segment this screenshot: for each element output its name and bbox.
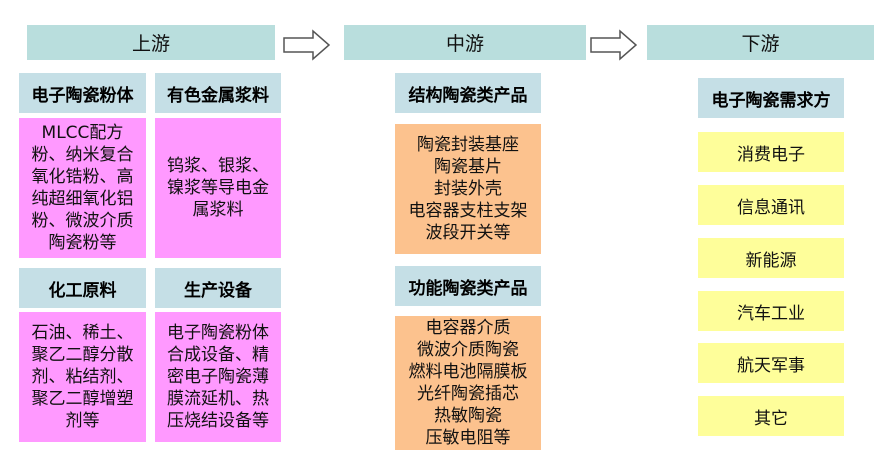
box-line: 微波介质陶瓷 — [417, 340, 519, 360]
category-ceramic-powder: 电子陶瓷粉体 — [19, 73, 146, 113]
box-line: 封装外壳 — [434, 179, 502, 199]
box-line: 纯超细氧化铝 — [31, 189, 134, 209]
upstream-chemical-box: 石油、稀土、 聚乙二醇分散 剂、粘结剂、 聚乙二醇增塑 剂等 — [19, 312, 146, 442]
box-line: 剂等 — [65, 411, 100, 431]
category-production-equipment: 生产设备 — [155, 268, 281, 308]
downstream-item: 消费电子 — [698, 132, 844, 172]
box-line: 波段开关等 — [425, 223, 511, 243]
box-line: 光纤陶瓷插芯 — [417, 384, 519, 404]
category-chemical-materials: 化工原料 — [19, 268, 146, 308]
category-demand-side: 电子陶瓷需求方 — [698, 78, 844, 118]
upstream-paste-box: 钨浆、银浆、 镍浆等导电金 属浆料 — [155, 118, 281, 258]
box-line: 陶瓷封装基座 — [417, 135, 519, 155]
box-line: 电容器支柱支架 — [408, 201, 528, 221]
box-line: 粉、微波介质 — [31, 211, 134, 231]
box-line: 粉、纳米复合 — [31, 145, 134, 165]
upstream-powder-box: MLCC配方 粉、纳米复合 氧化锆粉、高 纯超细氧化铝 粉、微波介质 陶瓷粉等 — [19, 118, 146, 258]
stage-upstream: 上游 — [27, 25, 275, 60]
box-line: 热敏陶瓷 — [434, 406, 502, 426]
downstream-item: 汽车工业 — [698, 291, 844, 331]
arrow-right-icon — [283, 29, 331, 61]
box-line: 压烧结设备等 — [167, 411, 269, 431]
category-functional-ceramics: 功能陶瓷类产品 — [395, 266, 541, 306]
box-line: 电容器介质 — [425, 318, 511, 338]
category-metal-paste: 有色金属浆料 — [155, 73, 281, 113]
category-structural-ceramics: 结构陶瓷类产品 — [395, 73, 541, 113]
box-line: 聚乙二醇增塑 — [31, 389, 134, 409]
box-line: 压敏电阻等 — [425, 428, 511, 448]
box-line: 镍浆等导电金 — [167, 178, 269, 198]
stage-downstream: 下游 — [647, 25, 874, 60]
box-line: 陶瓷粉等 — [48, 233, 117, 253]
downstream-item: 航天军事 — [698, 343, 844, 383]
box-line: 钨浆、银浆、 — [167, 156, 269, 176]
box-line: 膜流延机、热 — [167, 389, 269, 409]
box-line: MLCC配方 — [41, 123, 124, 143]
downstream-item: 信息通讯 — [698, 185, 844, 225]
box-line: 石油、稀土、 — [31, 323, 134, 343]
box-line: 燃料电池隔膜板 — [408, 362, 528, 382]
box-line: 属浆料 — [192, 200, 244, 220]
midstream-structural-box: 陶瓷封装基座 陶瓷基片 封装外壳 电容器支柱支架 波段开关等 — [395, 124, 541, 254]
box-line: 合成设备、精 — [167, 345, 269, 365]
box-line: 剂、粘结剂、 — [31, 367, 134, 387]
stage-midstream: 中游 — [344, 25, 586, 60]
midstream-functional-box: 电容器介质 微波介质陶瓷 燃料电池隔膜板 光纤陶瓷插芯 热敏陶瓷 压敏电阻等 — [395, 316, 541, 450]
box-line: 密电子陶瓷薄 — [167, 367, 269, 387]
box-line: 聚乙二醇分散 — [31, 345, 134, 365]
box-line: 电子陶瓷粉体 — [167, 323, 269, 343]
upstream-equipment-box: 电子陶瓷粉体 合成设备、精 密电子陶瓷薄 膜流延机、热 压烧结设备等 — [155, 312, 281, 442]
box-line: 陶瓷基片 — [434, 157, 502, 177]
arrow-right-icon — [590, 29, 638, 61]
downstream-item: 新能源 — [698, 238, 844, 278]
box-line: 氧化锆粉、高 — [31, 167, 134, 187]
downstream-item: 其它 — [698, 396, 844, 436]
